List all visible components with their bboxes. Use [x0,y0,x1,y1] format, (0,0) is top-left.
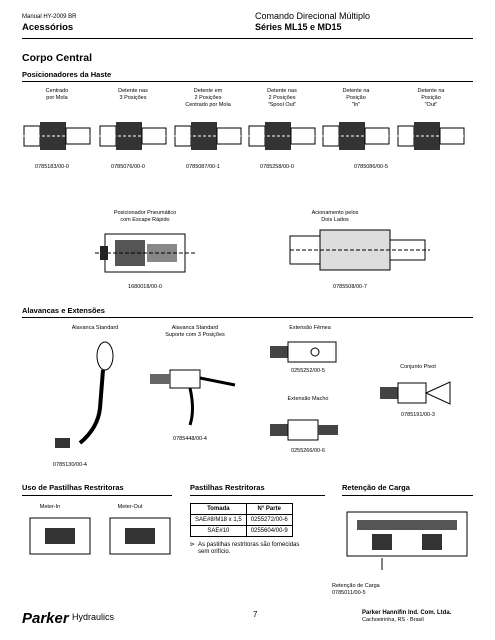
positioner-drawing [173,122,245,150]
pivot-label: Conjunto Pivot [400,364,436,370]
page-number: 7 [253,610,258,619]
header-rule [22,38,473,39]
positioner-drawing [98,122,170,150]
meter-in-label: Meter-In [39,504,61,510]
lever-support-label: Alavanca Standard Suporte com 3 Posições [165,325,225,338]
dual-actuation-drawing [289,229,430,271]
pivot-code: 0785191/00-3 [401,412,435,418]
pivot-drawing [380,381,451,405]
arrow-icon: ⊳ [190,542,196,548]
ext-female-label: Extensão Fêmea [289,325,331,331]
lever-support-code: 0785448/00-4 [173,436,207,442]
positioner-label: Centrado por Mola [45,88,69,101]
ext-female-drawing [270,341,337,363]
positioner-code: 0785076/00-0 [111,164,145,170]
ext-male-code: 0255266/00-6 [291,448,325,454]
positioner-drawing [396,122,468,150]
meter-out-label: Meter-Out [117,504,143,510]
positioners-rule [22,81,473,82]
retencao-label: Retenção de Carga [332,583,380,589]
dual-label: Acionamento pelos Dois Lados [311,210,359,223]
dual-code: 0785508/00-7 [333,284,367,290]
table-cell: 0255604/00-9 [245,525,293,537]
lever-support-drawing [150,369,236,426]
lever-standard-drawing [55,341,114,448]
section-title: Acessórios [22,22,74,33]
company-name: Parker Hannifin Ind. Com. Ltda. [362,610,452,616]
retencao-rule [342,495,473,496]
parker-logo: Parker [22,610,69,627]
lever-standard-code: 0785130/00-4 [53,462,87,468]
pneumatic-label: Posicionador Pneumático com Escape Rápid… [113,210,177,223]
table-cell: 0255272/00-6 [245,514,293,526]
positioner-label: Detente em 2 Posições Centrado por Mola [185,88,231,108]
ext-male-label: Extensão Macho [287,396,329,402]
positioner-drawing [22,122,94,150]
table-header-tomada: Tomada [190,503,247,515]
positioner-label: Detente na Posição "Out" [417,88,445,108]
pastilhas-rule [190,495,325,496]
ext-female-code: 0255252/00-5 [291,368,325,374]
company-city: Cachoeirinha, RS - Brasil [362,617,424,623]
division: Hydraulics [72,612,115,622]
positioner-label: Detente nas 2 Posições "Spool Out" [267,88,297,108]
restritoras-rule [22,495,172,496]
positioner-code: 0785258/00-0 [260,164,294,170]
pneumatic-positioner-drawing [95,233,195,273]
corpo-central-title: Corpo Central [22,52,93,64]
pneumatic-code: 1680018/00-0 [128,284,162,290]
positioner-code: 0785183/00-0 [35,164,69,170]
pastilhas-title: Pastilhas Restritoras [190,483,265,492]
lever-standard-label: Alavanca Standard [71,325,119,331]
pastilhas-table: Tomada N° Parte SAE#8/M18 x 1,5 0255272/… [190,503,293,537]
positioner-label: Detente na Posição "In" [342,88,370,108]
alavancas-rule [22,317,473,318]
table-header-parte: N° Parte [245,503,293,515]
positioner-code: 0785086/00-5 [354,164,388,170]
positioner-code: 0785087/00-1 [186,164,220,170]
table-cell: SAE#10 [190,525,247,537]
ext-male-drawing [270,419,338,441]
series-title: Séries ML15 e MD15 [255,22,342,32]
retencao-title: Retenção de Carga [342,483,410,492]
positioner-drawing [321,122,393,150]
manual-code: Manual HY-2009 BR [22,14,77,20]
positioner-label: Detente nas 3 Posições [118,88,148,101]
restrictor-drawing [29,517,171,555]
retencao-code: 0785011/00-5 [332,590,366,596]
restritoras-title: Uso de Pastilhas Restritoras [22,483,124,492]
check-valve-drawing [346,511,468,570]
table-cell: SAE#8/M18 x 1,5 [190,514,247,526]
alavancas-title: Alavancas e Extensões [22,306,105,315]
positioners-title: Posicionadores da Haste [22,70,112,79]
pastilhas-note: As pastilhas restritoras são fornecidas … [198,542,300,555]
product-title: Comando Direcional Múltiplo [255,11,371,21]
positioner-drawing [247,122,319,150]
